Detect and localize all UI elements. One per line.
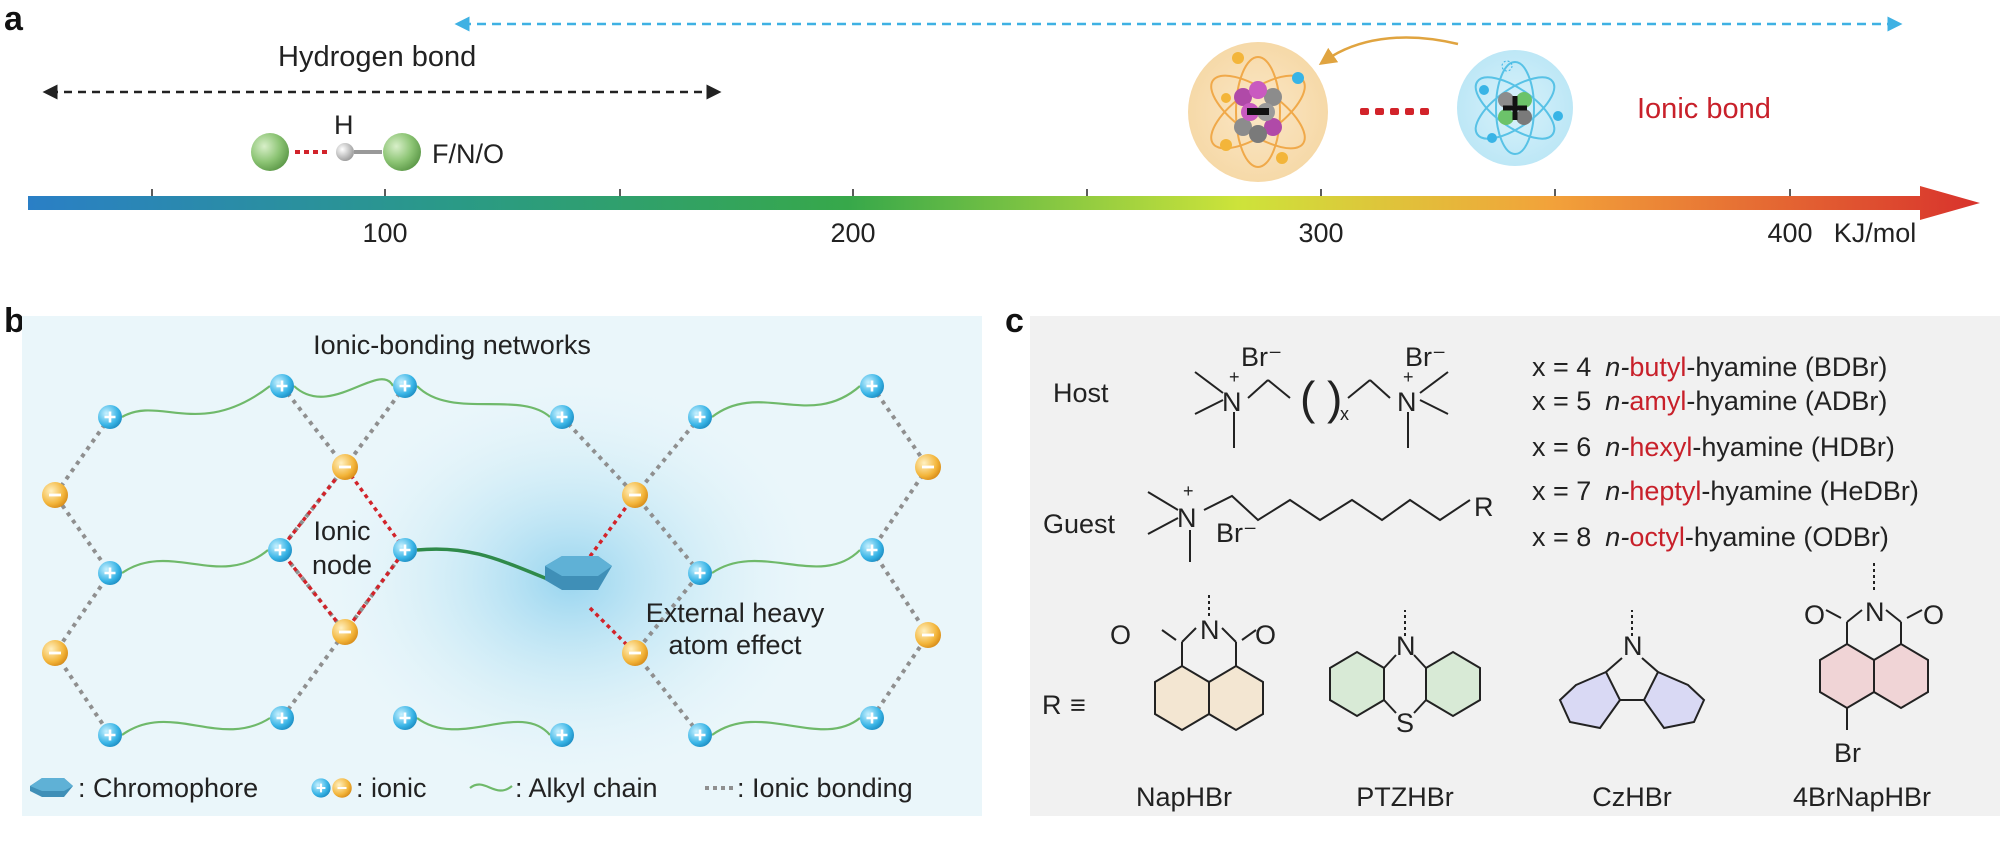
guest-n-charge: +	[1183, 481, 1194, 501]
ptz-s: S	[1396, 708, 1414, 738]
panel-c-label: c	[1005, 302, 1024, 340]
cz-n: N	[1623, 631, 1643, 661]
tick-label-400: 400	[1767, 218, 1812, 248]
ionic-link-dots	[1360, 108, 1429, 115]
host-label: Host	[1053, 378, 1109, 408]
host-paren-left: (	[1300, 372, 1316, 424]
legend-ionic: : ionic	[356, 773, 427, 803]
tick-label-300: 300	[1298, 218, 1343, 248]
hydrogen-bond-illustration: H F/N/O	[251, 110, 504, 171]
host-n-left: N	[1222, 387, 1242, 417]
alkyl-chains	[121, 378, 861, 736]
compound-4brnaphbr: 4BrNapHBr	[1793, 782, 1931, 812]
axis-ticks	[151, 189, 1791, 196]
host-n-left-charge: +	[1229, 367, 1240, 387]
donor-atom	[251, 133, 289, 171]
chromophore-linker	[416, 547, 551, 582]
host-x-subscript: x	[1340, 404, 1349, 424]
chromophore	[545, 556, 612, 590]
host-br-left: Br⁻	[1241, 342, 1282, 372]
guest-br: Br⁻	[1216, 518, 1257, 548]
naphbr-structure: N O O	[1110, 594, 1276, 732]
electron-transfer-arrow	[1318, 36, 1459, 65]
panel-c: c Host N + Br⁻ ( ) x N + Br⁻ Guest	[1005, 302, 2000, 816]
heavy-atom-label-line1: External heavy	[646, 598, 825, 628]
compound-naphbr: NapHBr	[1136, 782, 1232, 812]
guest-r-group: R	[1474, 492, 1494, 522]
host-paren-right: )	[1327, 372, 1342, 424]
guest-label: Guest	[1043, 509, 1116, 539]
ionic-bond-illustration	[1188, 36, 1573, 182]
panel-a: a Hydrogen bond H F/N/O	[4, 0, 1980, 248]
r-equiv-symbol: ≡	[1070, 690, 1086, 720]
network-title: Ionic-bonding networks	[313, 330, 591, 360]
energy-gradient-arrow	[28, 186, 1980, 220]
nap-o-left: O	[1110, 620, 1131, 650]
host-structure	[1194, 371, 1449, 448]
nap-n: N	[1200, 615, 1220, 645]
panel-b: b Ionic-bonding networks	[4, 302, 982, 816]
compound-ptzhbr: PTZHBr	[1356, 782, 1454, 812]
hydrogen-atom	[336, 143, 354, 161]
ionic-node-label-line1: Ionic	[313, 516, 370, 546]
brnap-o-left: O	[1804, 600, 1825, 630]
legend-alkyl-chain: : Alkyl chain	[515, 773, 658, 803]
compound-czhbr: CzHBr	[1592, 782, 1672, 812]
heavy-atom-label-line2: atom effect	[668, 630, 802, 660]
energy-axis: 100 200 300 400 KJ/mol	[28, 186, 1980, 248]
guest-n: N	[1177, 503, 1197, 533]
legend-alkyl-icon	[469, 783, 513, 792]
axis-unit: KJ/mol	[1834, 218, 1917, 248]
host-n-right: N	[1397, 387, 1417, 417]
legend-ionic-bonding: : Ionic bonding	[737, 773, 913, 803]
h-atom-label: H	[334, 110, 354, 140]
panel-c-background	[1030, 316, 2000, 816]
legend-chromophore: : Chromophore	[78, 773, 258, 803]
host-n-right-charge: +	[1403, 367, 1414, 387]
ptzhbr-structure: N S	[1329, 610, 1481, 738]
ionic-bond-label: Ionic bond	[1637, 93, 1771, 125]
guest-structure	[1147, 491, 1471, 562]
panel-b-legend: : Chromophore : ionic : Alkyl chain : Io…	[30, 773, 913, 803]
tick-label-200: 200	[830, 218, 875, 248]
brnap-n: N	[1865, 597, 1885, 627]
cation-nucleus	[1498, 92, 1532, 125]
ptz-n: N	[1396, 631, 1416, 661]
fno-label: F/N/O	[432, 139, 504, 169]
hydrogen-bond-label: Hydrogen bond	[278, 41, 476, 73]
panel-a-label: a	[4, 0, 24, 38]
4brnaphbr-structure: N O O Br	[1804, 560, 1944, 768]
ionic-node-label-line2: node	[312, 550, 372, 580]
panel-b-label: b	[4, 302, 25, 340]
acceptor-atom	[383, 133, 421, 171]
anion-nucleus	[1234, 81, 1282, 143]
tick-label-100: 100	[362, 218, 407, 248]
brnap-o-right: O	[1923, 600, 1944, 630]
czhbr-structure: N	[1558, 610, 1706, 730]
nap-o-right: O	[1255, 620, 1276, 650]
legend-chromophore-icon	[30, 778, 73, 797]
r-label: R	[1042, 690, 1062, 720]
brnap-br: Br	[1834, 738, 1861, 768]
host-br-right: Br⁻	[1405, 342, 1446, 372]
